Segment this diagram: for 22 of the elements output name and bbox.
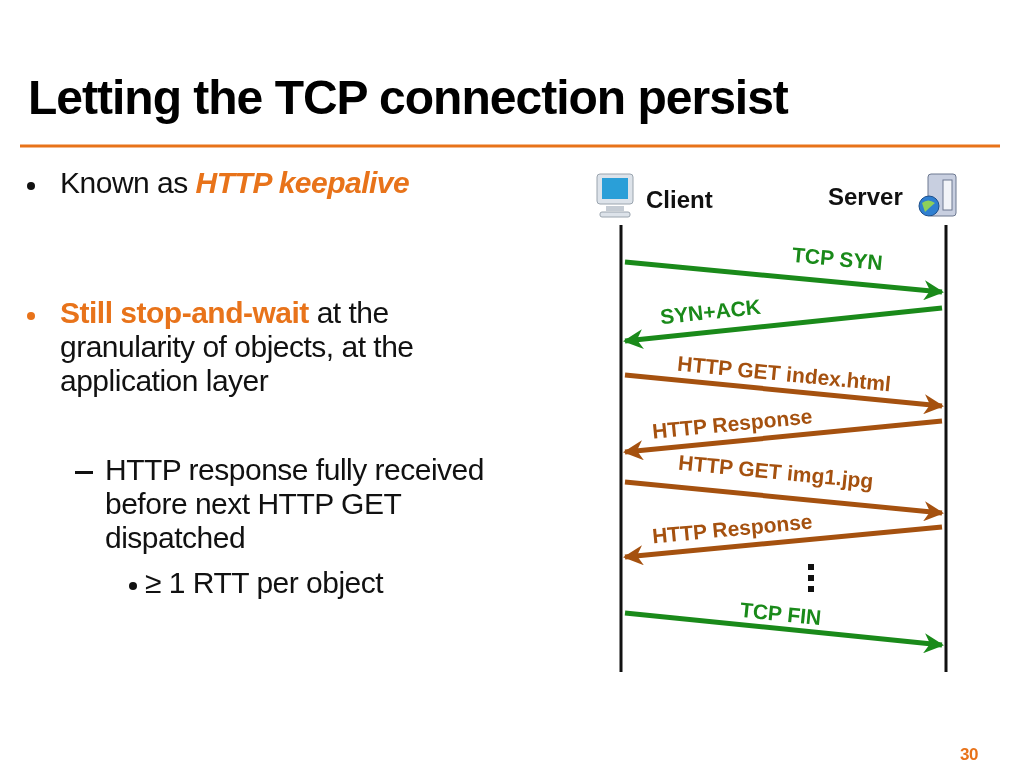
participant-label: Client bbox=[646, 186, 713, 214]
message-arrow bbox=[623, 418, 943, 461]
message-arrow bbox=[623, 305, 943, 350]
edge-label: HTTP Response bbox=[651, 509, 814, 549]
edge-label: SYN+ACK bbox=[659, 294, 762, 330]
message-arrow bbox=[623, 524, 943, 566]
sub-bullet-text: ≥ 1 RTT per object bbox=[145, 566, 384, 600]
edge-label: HTTP Response bbox=[651, 404, 814, 444]
message-arrow bbox=[624, 259, 944, 301]
slide-title: Letting the TCP connection persist bbox=[28, 70, 788, 125]
bullet-text: Still stop-and-wait at the granularity of objects, at the application layer bbox=[60, 296, 415, 398]
message-arrow bbox=[624, 372, 944, 415]
edge-label: TCP SYN bbox=[791, 242, 884, 276]
message-arrow bbox=[624, 610, 944, 654]
edge-label: HTTP GET img1.jpg bbox=[677, 450, 875, 494]
bullet-text: Known as HTTP keepalive bbox=[60, 166, 410, 200]
edge-label: TCP FIN bbox=[739, 597, 823, 631]
participant-label: Server bbox=[828, 183, 903, 211]
message-arrow bbox=[624, 479, 944, 522]
page-number: 30 bbox=[960, 744, 978, 766]
edge-label: HTTP GET index.html bbox=[676, 351, 892, 397]
sub-bullet-text: HTTP response fully received before next HTTP GET dispatched bbox=[105, 453, 485, 555]
